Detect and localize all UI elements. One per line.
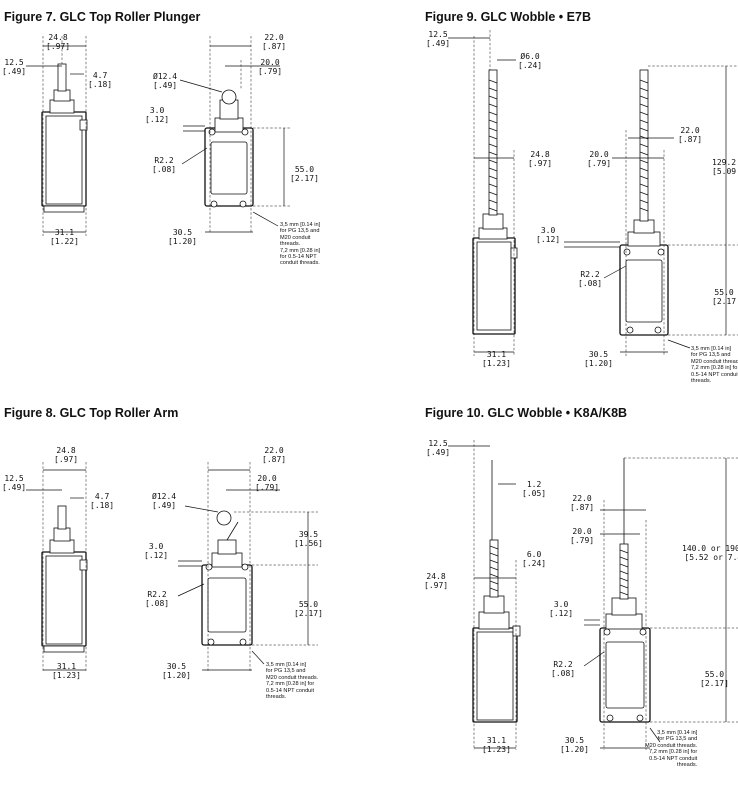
fig9-dim-3-0: 3.0 [.12]	[536, 226, 561, 244]
fig10-dim-140-190: 140.0 or 190. [5.52 or 7.4	[682, 544, 738, 562]
fig8-dim-dia-12-4: Ø12.4 [.49]	[152, 492, 177, 510]
fig7-dim-20-0: 20.0 [.79]	[258, 58, 283, 76]
fig7-dim-4-7: 4.7 [.18]	[88, 71, 113, 89]
fig7-conduit-note: 3,5 mm [0.14 in] for PG 13,5 and M20 con…	[280, 222, 321, 267]
fig9-dim-dia-6-0: Ø6.0 [.24]	[518, 52, 543, 70]
fig9-front-view	[564, 65, 738, 356]
fig7-dim-12-5: 12.5 [.49]	[2, 58, 27, 76]
fig7-dim-31-1: 31.1 [1.22]	[50, 228, 79, 246]
fig8-dim-31-1: 31.1 [1.23]	[52, 662, 81, 680]
fig8-dim-20-0: 20.0 [.79]	[255, 474, 280, 492]
figure-10-title: Figure 10. GLC Wobble • K8A/K8B	[425, 406, 628, 420]
figure-9-title: Figure 9. GLC Wobble • E7B	[425, 10, 591, 24]
fig7-dim-22-0: 22.0 [.87]	[262, 33, 287, 51]
fig8-conduit-note: 3,5 mm [0.14 in] for PG 13,5 and M20 con…	[266, 662, 319, 701]
figure-7-title: Figure 7. GLC Top Roller Plunger	[4, 10, 201, 24]
fig7-dim-55-0: 55.0 [2.17]	[290, 165, 319, 183]
fig10-dim-6-0: 6.0 [.24]	[522, 550, 547, 568]
fig7-dim-30-5: 30.5 [1.20]	[168, 228, 197, 246]
fig10-dim-30-5: 30.5 [1.20]	[560, 736, 589, 754]
fig8-dim-39-5: 39.5 [1.56]	[294, 530, 323, 548]
fig10-dim-12-5: 12.5 [.49]	[426, 439, 451, 457]
fig10-dim-1-2: 1.2 [.05]	[522, 480, 547, 498]
fig9-dim-24-8: 24.8 [.97]	[528, 150, 553, 168]
fig8-dim-12-5: 12.5 [.49]	[2, 474, 27, 492]
fig7-front-view	[179, 36, 290, 233]
fig8-dim-22-0: 22.0 [.87]	[262, 446, 287, 464]
fig9-dim-20-0: 20.0 [.79]	[587, 150, 612, 168]
fig8-dim-3-0: 3.0 [.12]	[144, 542, 169, 560]
fig10-front-view	[583, 457, 738, 750]
fig7-dim-r2-2: R2.2 [.08]	[152, 156, 177, 174]
fig8-front-view	[177, 462, 318, 672]
figure-8-title: Figure 8. GLC Top Roller Arm	[4, 406, 179, 420]
fig9-side-view	[448, 30, 518, 356]
fig9-dim-30-5: 30.5 [1.20]	[584, 350, 613, 368]
fig9-dim-55-0: 55.0 [2.17	[712, 288, 737, 306]
fig8-dim-r2-2: R2.2 [.08]	[145, 590, 170, 608]
fig7-dim-3-0: 3.0 [.12]	[145, 106, 170, 124]
fig10-side-view	[448, 440, 521, 750]
fig9-dim-129-2: 129.2 [5.09	[712, 158, 737, 176]
fig7-dim-24-8: 24.8 [.97]	[46, 33, 71, 51]
fig8-dim-4-7: 4.7 [.18]	[90, 492, 115, 510]
fig7-dim-dia-12-4: Ø12.4 [.49]	[153, 72, 178, 90]
fig8-side-view	[26, 462, 88, 672]
fig10-conduit-note: 3,5 mm [0.14 in] for PG 13,5 and M20 con…	[645, 730, 698, 769]
fig8-dim-55-0: 55.0 [2.17]	[294, 600, 323, 618]
fig10-dim-20-0: 20.0 [.79]	[570, 527, 595, 545]
fig9-conduit-note: 3,5 mm [0.14 in] for PG 13,5 and M20 con…	[691, 346, 738, 385]
fig10-dim-3-0: 3.0 [.12]	[549, 600, 574, 618]
fig10-dim-22-0: 22.0 [.87]	[570, 494, 595, 512]
fig9-dim-31-1: 31.1 [1.23]	[482, 350, 511, 368]
fig10-dim-55-0: 55.0 [2.17]	[700, 670, 729, 688]
fig10-dim-31-1: 31.1 [1.23]	[482, 736, 511, 754]
fig9-dim-22-0: 22.0 [.87]	[678, 126, 703, 144]
fig9-dim-12-5: 12.5 [.49]	[426, 30, 451, 48]
fig8-dim-24-8: 24.8 [.97]	[54, 446, 79, 464]
fig10-dim-24-8: 24.8 [.97]	[424, 572, 449, 590]
fig7-side-view	[26, 36, 88, 236]
fig10-dim-r2-2: R2.2 [.08]	[551, 660, 576, 678]
fig9-dim-r2-2: R2.2 [.08]	[578, 270, 603, 288]
fig8-dim-30-5: 30.5 [1.20]	[162, 662, 191, 680]
